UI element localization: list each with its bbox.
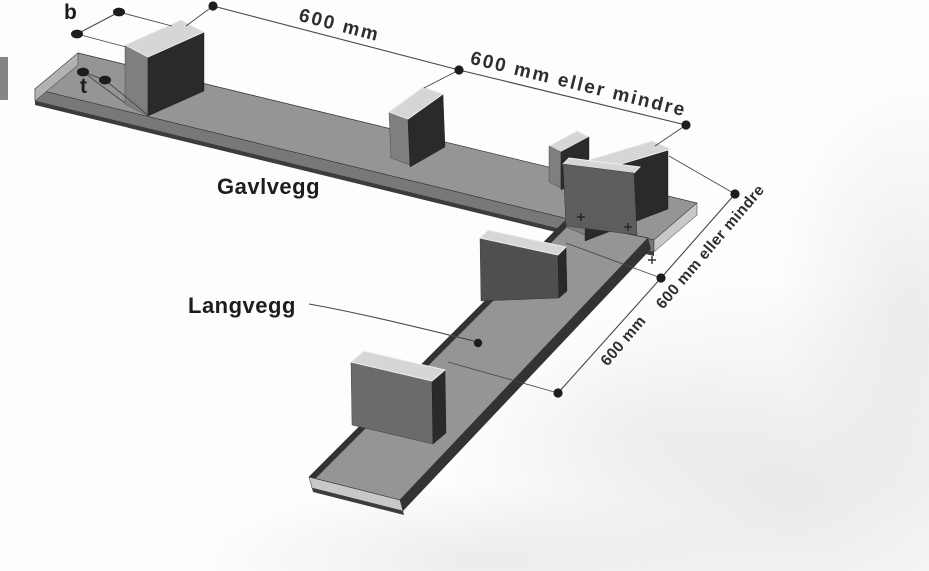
stud2-side-face — [388, 111, 411, 166]
dimension-dot — [553, 388, 563, 398]
extension-line — [668, 155, 736, 195]
dimension-dot — [71, 29, 83, 39]
extension-line — [118, 11, 173, 27]
gavlvegg-stud-2 — [388, 86, 446, 168]
gavlvegg-bottom-plate — [0, 52, 698, 256]
corner-back-stud-side — [548, 145, 562, 189]
dim-line-gavl-2 — [458, 69, 687, 126]
gavl-plate-bottom-edge — [35, 101, 654, 256]
dimension-dot — [113, 7, 125, 17]
paper-shading — [210, 90, 929, 571]
gavl-plate-left-end — [34, 52, 79, 102]
extension-line — [565, 242, 662, 279]
extension-line — [104, 79, 149, 116]
dimension-dot — [656, 273, 666, 283]
stud-width-label: b — [64, 1, 77, 24]
nail-marks — [577, 213, 656, 264]
langvegg-label: Langvegg — [188, 293, 296, 318]
page-edge-sliver — [0, 57, 8, 100]
dim-line-lang-1 — [660, 193, 736, 279]
stud-thickness-label: t — [80, 75, 87, 98]
extension-line — [76, 33, 127, 48]
dim-label-gavl-1: 600 mm — [297, 5, 382, 46]
langvegg-stud-2 — [350, 350, 447, 445]
extension-line — [82, 71, 126, 104]
stud1-top-face — [123, 19, 206, 58]
stud5-top-face — [350, 350, 446, 382]
extension-line — [185, 5, 214, 27]
dimension-dot — [77, 67, 89, 77]
extension-line — [447, 361, 559, 394]
stud4-side-face — [557, 246, 568, 299]
stud5-side-face — [431, 369, 447, 445]
extension-line — [423, 69, 460, 89]
extension-line — [654, 124, 687, 147]
dim-line-b — [76, 11, 120, 35]
lang-plate-end-bottom-edge — [312, 488, 404, 515]
gavlvegg-stud-1 — [123, 19, 206, 117]
nail-cross — [577, 213, 585, 221]
lang-plate-outer-edge — [400, 238, 651, 511]
dimension-dot — [208, 1, 218, 11]
leader-dot — [473, 338, 483, 348]
dimension-dot — [730, 189, 740, 199]
dimension-lines — [71, 1, 740, 398]
nail-cross — [648, 256, 656, 264]
stud2-top-face — [388, 86, 444, 120]
dimension-dot — [681, 120, 691, 130]
corner-front-stud-face — [562, 163, 638, 236]
corner-stud-assembly — [548, 130, 673, 242]
dimension-dot — [454, 65, 464, 75]
gavl-plate-right-end — [653, 202, 698, 253]
nail-cross — [624, 223, 632, 231]
dim-line-gavl-1 — [212, 5, 460, 71]
dim-label-gavl-2: 600 mm eller mindre — [468, 48, 688, 121]
dimension-dot — [99, 75, 111, 85]
dim-line-lang-2 — [557, 277, 662, 394]
gavlvegg-label: Gavlvegg — [217, 174, 320, 199]
langvegg-stud-1 — [479, 229, 568, 302]
stud4-top-face — [479, 229, 567, 256]
langvegg-leader-line — [308, 303, 475, 342]
